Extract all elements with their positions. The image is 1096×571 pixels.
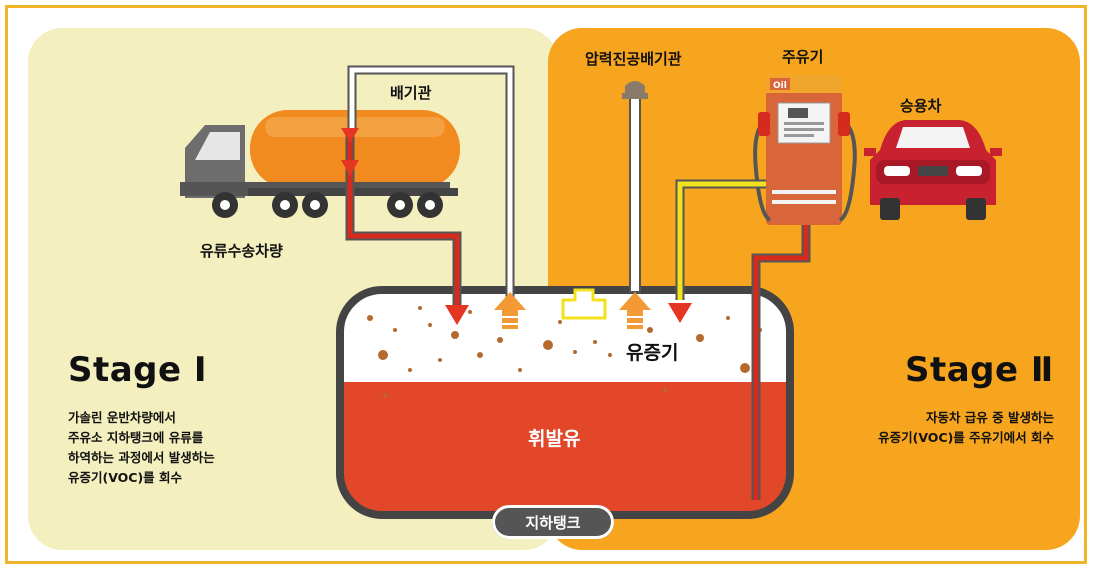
fill-cap-icon bbox=[561, 288, 607, 320]
dispenser-sign: Oil bbox=[773, 81, 787, 91]
underground-tank-label: 지하탱크 bbox=[492, 505, 614, 539]
stage-2-description: 자동차 급유 중 발생하는 유증기(VOC)를 주유기에서 회수 bbox=[878, 410, 1054, 445]
vapor-up-arrow-icon bbox=[619, 292, 651, 329]
down-arrow-icon bbox=[341, 128, 359, 143]
vapor-particles bbox=[367, 306, 762, 397]
pressure-vacuum-vent-label: 압력진공배기관 bbox=[585, 50, 682, 68]
dispenser-label: 주유기 bbox=[782, 48, 824, 66]
vapor-up-arrow-icon bbox=[494, 292, 526, 329]
vapor-label: 유증기 bbox=[626, 342, 679, 364]
vapor-in-arrow-icon bbox=[668, 303, 692, 323]
tanker-truck-icon bbox=[180, 110, 460, 218]
gasoline-label: 휘발유 bbox=[528, 428, 581, 450]
vent-pipe-label: 배기관 bbox=[390, 84, 432, 102]
stage-1-title: Stage Ⅰ bbox=[68, 350, 208, 390]
fuel-in-arrow-icon bbox=[445, 305, 469, 325]
underground-tank bbox=[336, 286, 794, 519]
vapor-recovery-line bbox=[675, 179, 766, 300]
outer-frame bbox=[5, 5, 1087, 564]
gasoline-liquid bbox=[340, 382, 790, 515]
stage-2-title: Stage Ⅱ bbox=[905, 350, 1054, 390]
vent-pipe bbox=[347, 65, 515, 300]
car-label: 승용차 bbox=[900, 97, 942, 115]
fuel-delivery-line bbox=[345, 130, 462, 305]
stage-1-description: 가솔린 운반차량에서 주유소 지하탱크에 유류를 하역하는 과정에서 발생하는 … bbox=[68, 410, 215, 485]
car-icon bbox=[864, 120, 1002, 220]
dispenser-fuel-line bbox=[751, 225, 811, 500]
pressure-vacuum-vent-pipe bbox=[622, 81, 648, 293]
down-arrow-icon bbox=[341, 160, 359, 176]
fuel-dispenser-icon: Oil bbox=[753, 75, 857, 225]
tanker-truck-label: 유류수송차량 bbox=[200, 242, 283, 260]
